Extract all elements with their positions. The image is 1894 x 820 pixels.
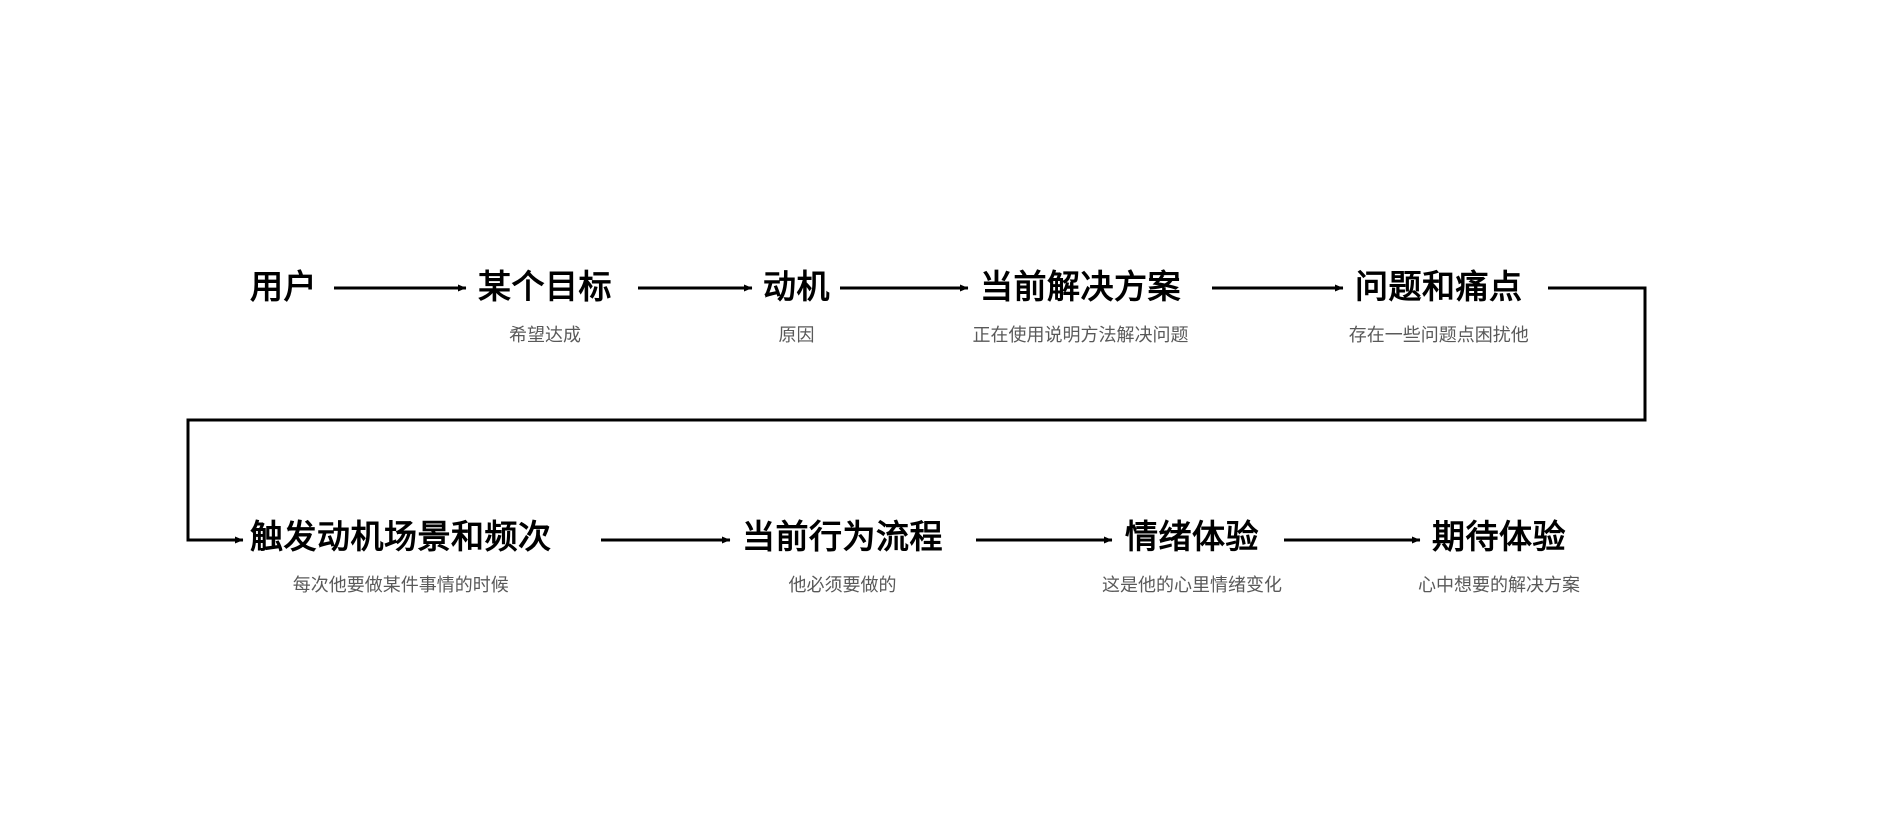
node-motivation-title: 动机 [763,268,830,305]
node-expected-experience[interactable]: 期待体验 心中想要的解决方案 [1418,518,1580,594]
node-current-behavior-flow-subtitle: 他必须要做的 [788,575,897,595]
node-trigger-scenario-subtitle: 每次他要做某件事情的时候 [292,575,509,595]
node-motivation-subtitle: 原因 [778,325,815,345]
node-emotional-experience-subtitle: 这是他的心里情绪变化 [1102,575,1282,595]
node-emotional-experience[interactable]: 情绪体验 这是他的心里情绪变化 [1102,518,1282,594]
node-pain-points-title: 问题和痛点 [1355,268,1523,305]
node-current-behavior-flow-title: 当前行为流程 [742,518,943,555]
node-trigger-scenario-title: 触发动机场景和频次 [250,518,552,555]
node-current-behavior-flow[interactable]: 当前行为流程 他必须要做的 [742,518,943,594]
node-user-title: 用户 [250,268,317,305]
node-expected-experience-title: 期待体验 [1432,518,1566,555]
node-expected-experience-subtitle: 心中想要的解决方案 [1418,575,1580,595]
node-current-solution-subtitle: 正在使用说明方法解决问题 [972,325,1189,345]
node-emotional-experience-title: 情绪体验 [1125,518,1259,555]
node-trigger-scenario[interactable]: 触发动机场景和频次 每次他要做某件事情的时候 [250,518,552,594]
node-motivation[interactable]: 动机 原因 [763,268,830,344]
node-goal-subtitle: 希望达成 [509,325,581,345]
node-current-solution-title: 当前解决方案 [980,268,1181,305]
node-current-solution[interactable]: 当前解决方案 正在使用说明方法解决问题 [973,268,1189,344]
node-goal-title: 某个目标 [478,268,612,305]
node-pain-points-subtitle: 存在一些问题点困扰他 [1348,325,1529,345]
node-pain-points[interactable]: 问题和痛点 存在一些问题点困扰他 [1349,268,1529,344]
node-goal[interactable]: 某个目标 希望达成 [478,268,612,344]
node-user[interactable]: 用户 [250,270,317,303]
